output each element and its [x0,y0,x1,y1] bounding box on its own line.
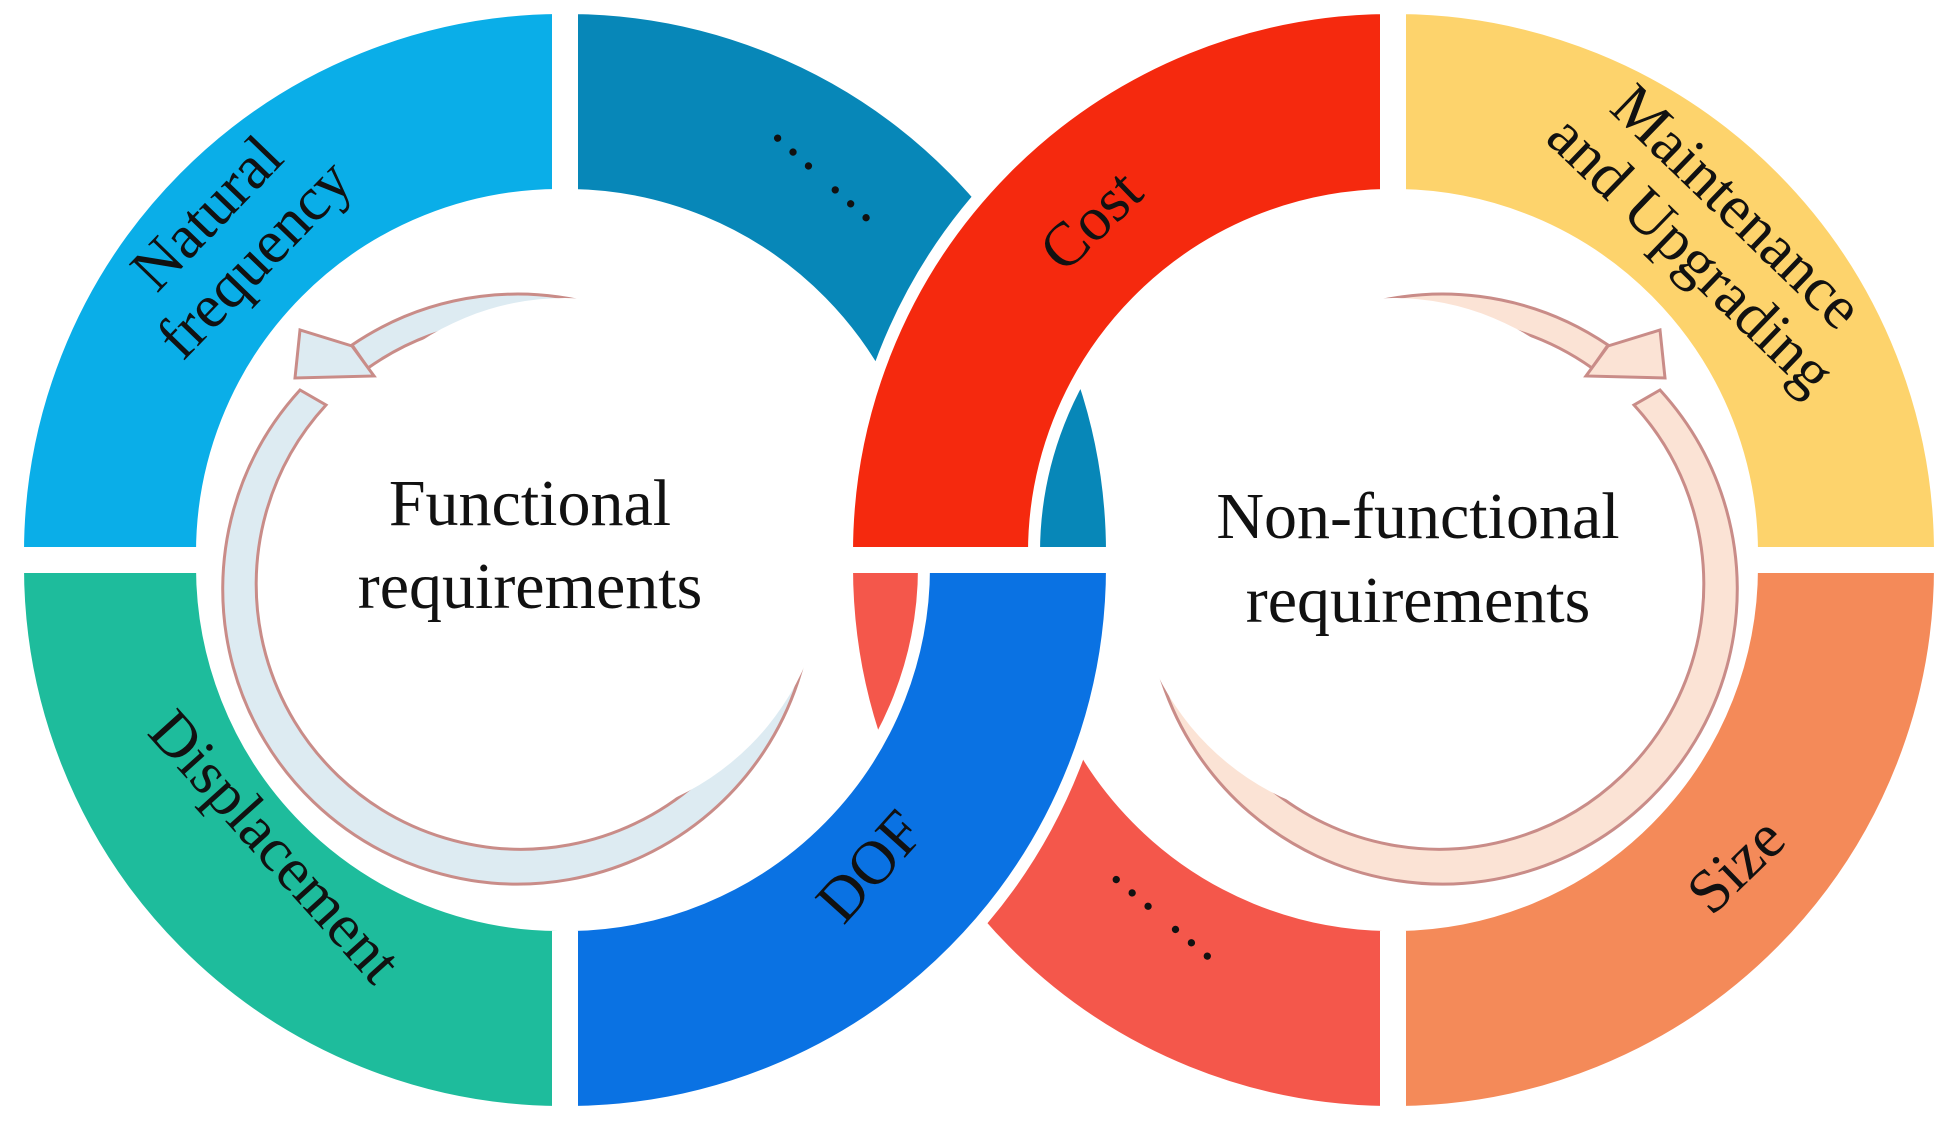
right-arrow-band [1145,292,1739,886]
functional-subtitle: requirements [358,550,703,623]
non-functional-title: Non-functional [1216,480,1619,553]
segment-natural-frequency [11,1,564,559]
non-functional-inner-arrow [1131,292,1739,886]
right-arrow-head [1583,328,1667,380]
functional-inner-arrow [221,292,827,886]
left-arrow-head [293,328,377,380]
segment-cost [840,1,1392,559]
segment-maintenance [1394,1,1947,559]
functional-title: Functional [389,467,671,540]
segment-displacement [11,561,564,1119]
segment-dof [566,561,1119,1119]
non-functional-subtitle: requirements [1246,564,1591,637]
functional-ring [11,1,1119,1119]
left-arrow-band [221,292,815,886]
segment-size [1394,561,1947,1119]
